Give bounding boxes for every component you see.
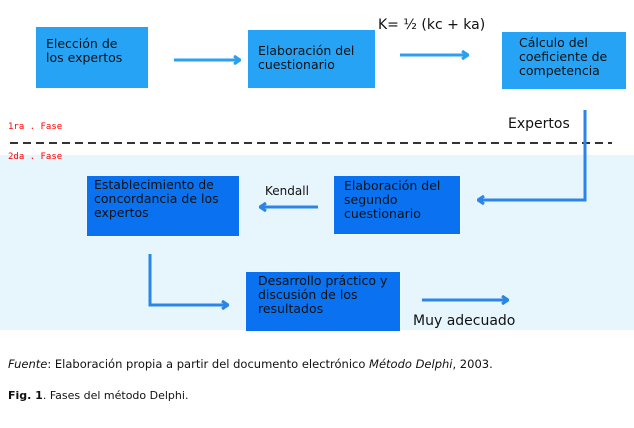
expertos-label: Expertos: [508, 116, 570, 132]
kendall-label: Kendall: [265, 184, 309, 198]
muy-adecuado-label: Muy adecuado: [413, 313, 516, 329]
formula-label: K= ½ (kc + ka): [378, 17, 486, 33]
box-segundo-cuestionario: Elaboración del segundo cuestionario: [334, 176, 460, 234]
box-eleccion-expertos: Elección de los expertos: [36, 27, 148, 88]
arrow-3-to-4: [478, 110, 587, 200]
phase-1-label: 1ra . Fase: [8, 122, 63, 132]
box-calculo-coeficiente: Cálculo del coeficiente de competencia: [502, 32, 626, 89]
box-elaboracion-cuestionario: Elaboración del cuestionario: [248, 30, 375, 88]
figure-caption: Fig. 1. Fases del método Delphi.: [8, 389, 189, 402]
source-caption: Fuente: Elaboración propia a partir del …: [8, 357, 493, 371]
arrow-5-to-6: [148, 254, 228, 305]
phase-2-label: 2da . Fase: [8, 152, 63, 162]
box-concordancia-expertos: Establecimiento de concordancia de los e…: [87, 176, 239, 236]
box-desarrollo-practico: Desarrollo práctico y discusión de los r…: [246, 272, 400, 331]
